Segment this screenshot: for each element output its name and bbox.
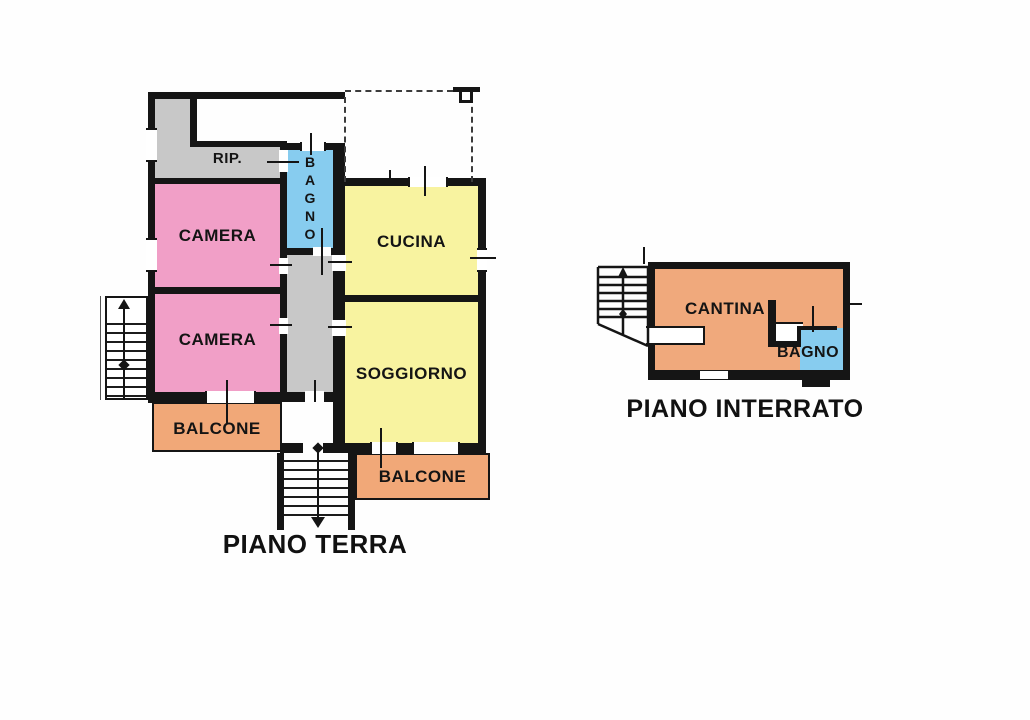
room-label-bagno-ground: BAGNO <box>304 154 316 242</box>
door-tick <box>270 324 292 326</box>
room-label-camera-2: CAMERA <box>178 330 257 349</box>
stairs-basement <box>596 265 650 348</box>
room-camera-2 <box>155 294 280 392</box>
room-rip <box>155 141 280 178</box>
room-bagno-ground <box>287 150 333 248</box>
room-label-balcone-left: BALCONE <box>173 419 261 438</box>
wall-segment <box>333 143 345 443</box>
room-cucina <box>345 186 478 295</box>
wall-segment <box>277 453 284 530</box>
door-tick <box>270 264 292 266</box>
wall-segment <box>155 178 287 184</box>
wall-segment <box>797 326 837 330</box>
room-balcone-left <box>152 402 282 452</box>
door-tick <box>226 380 228 423</box>
room-label-camera-1: CAMERA <box>178 226 257 245</box>
window-opening <box>477 248 487 272</box>
wall-segment <box>843 262 850 380</box>
wall-segment <box>478 178 486 453</box>
door-tick <box>321 228 323 275</box>
wall-partition <box>646 326 705 345</box>
door-tick <box>267 161 299 163</box>
door-tick <box>310 133 312 155</box>
window-opening <box>700 371 728 379</box>
window-opening <box>146 128 157 162</box>
stair-arrow-head <box>118 299 130 309</box>
door-opening <box>776 322 803 341</box>
wall-segment <box>190 141 287 147</box>
floor-title-piano-terra: PIANO TERRA <box>222 529 408 559</box>
door-opening <box>205 391 256 403</box>
room-label-soggiorno: SOGGIORNO <box>355 364 468 383</box>
stair-direction-arrow <box>123 304 125 398</box>
room-label-cucina: CUCINA <box>376 232 447 251</box>
wall-segment <box>348 453 355 530</box>
room-label-bagno-basement: BAGNO <box>776 344 840 361</box>
dashed-line <box>471 97 473 182</box>
window-opening <box>412 442 460 454</box>
wall-segment <box>190 99 197 143</box>
door-opening <box>332 320 346 336</box>
door-tick <box>314 380 316 402</box>
stair-arrow-diamond <box>619 309 627 319</box>
room-camera-1 <box>155 184 280 287</box>
room-entry-strip <box>155 99 190 143</box>
chimney-icon <box>459 92 473 103</box>
door-tick <box>812 306 814 332</box>
door-tick <box>328 326 352 328</box>
wall-segment <box>648 262 850 269</box>
boundary-tick <box>643 247 645 264</box>
room-label-cantina: CANTINA <box>685 299 765 318</box>
window-opening <box>300 142 326 151</box>
door-tick <box>470 257 496 259</box>
floor-title-piano-interrato: PIANO INTERRATO <box>626 395 864 423</box>
room-soggiorno <box>345 302 478 443</box>
window-opening <box>146 238 157 272</box>
wall-segment <box>148 92 345 99</box>
stairs-center-steps <box>284 453 348 521</box>
door-opening <box>332 255 346 271</box>
stairs-left-steps <box>107 316 146 398</box>
room-corridor <box>287 255 333 392</box>
door-tick <box>424 166 426 196</box>
wall-segment <box>345 295 478 302</box>
door-tick <box>328 261 352 263</box>
stairs-left-outline <box>100 296 101 400</box>
stair-direction-arrow <box>317 447 319 519</box>
dashed-line <box>345 90 453 92</box>
door-opening <box>279 318 288 334</box>
wall-segment <box>648 262 655 380</box>
door-tick <box>380 428 382 468</box>
wall-segment <box>768 300 776 347</box>
room-label-rip: RIP. <box>212 150 243 167</box>
wall-segment <box>797 326 801 347</box>
boundary-tick <box>843 303 862 305</box>
wall-segment <box>155 287 287 294</box>
door-tick <box>389 170 391 182</box>
room-bagno-basement <box>800 328 843 370</box>
door-opening <box>279 258 288 274</box>
window-opening <box>408 177 448 187</box>
wall-segment <box>648 370 850 380</box>
window-opening <box>370 442 398 454</box>
stair-arrow-head <box>311 517 325 528</box>
wall-segment <box>768 341 806 347</box>
wall-segment <box>287 248 333 255</box>
room-label-balcone-right: BALCONE <box>378 467 467 486</box>
stair-arrow-head <box>618 267 628 277</box>
chimney-icon <box>453 87 480 92</box>
room-balcone-right <box>355 453 490 500</box>
dashed-line <box>344 97 346 182</box>
wall-segment <box>802 378 830 387</box>
